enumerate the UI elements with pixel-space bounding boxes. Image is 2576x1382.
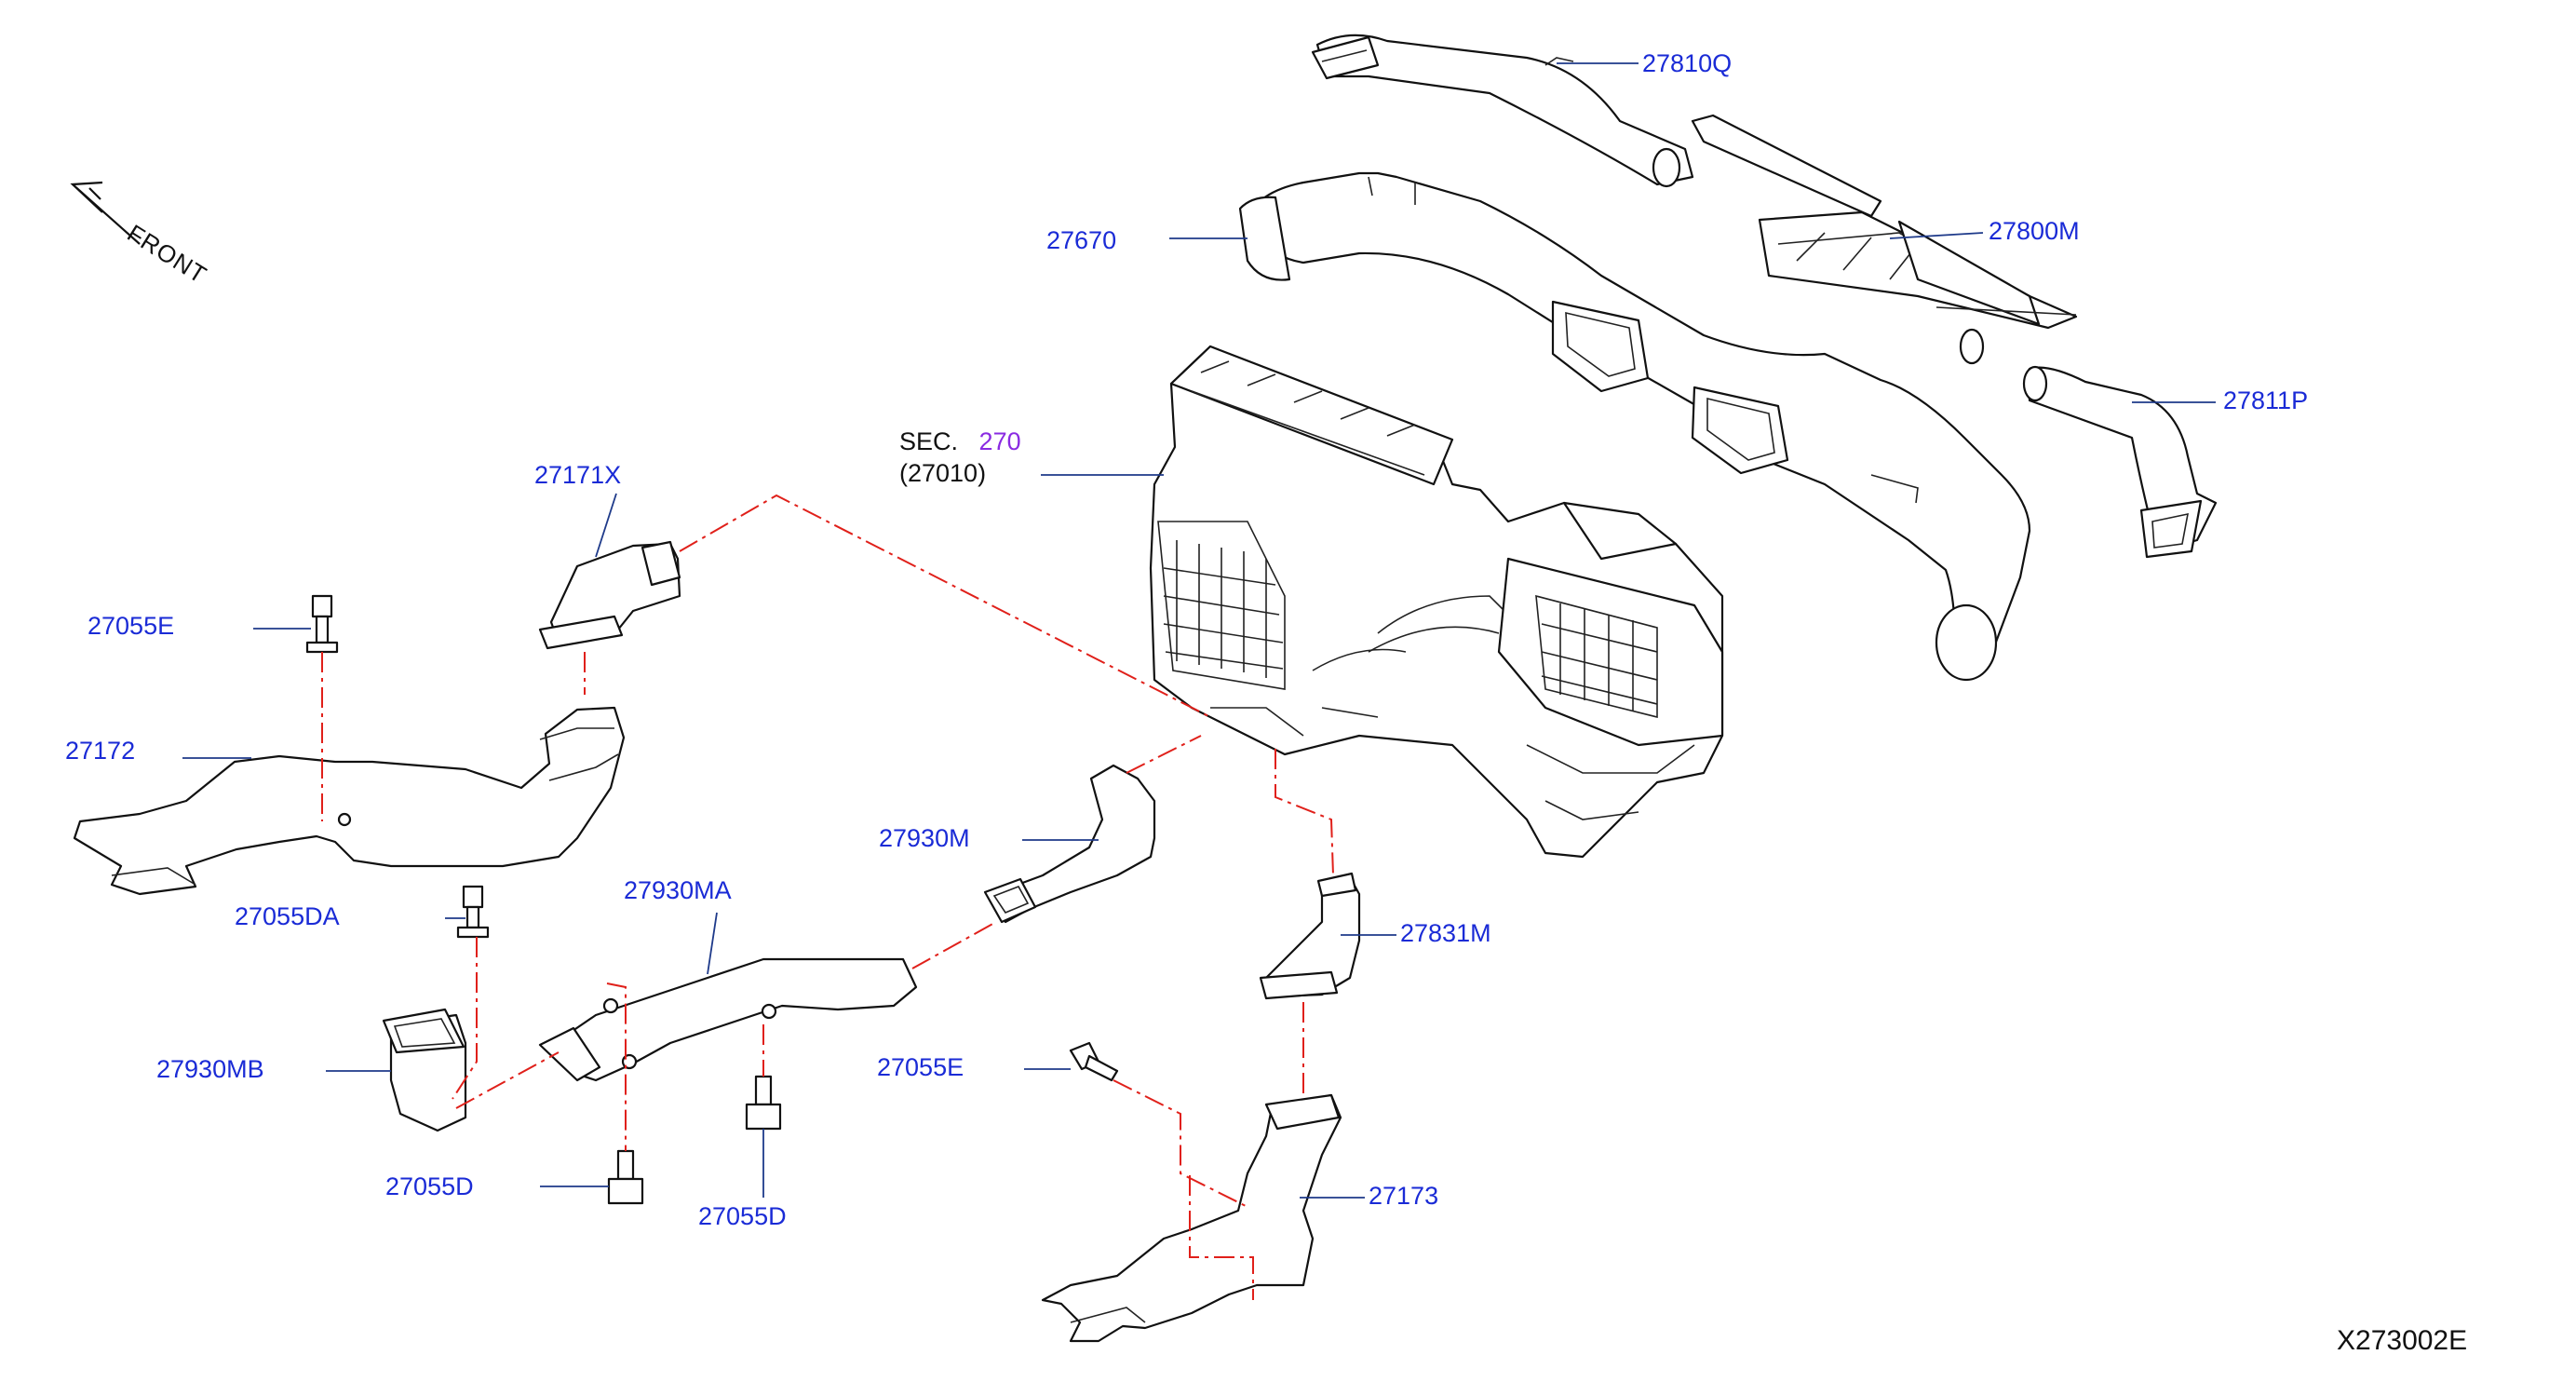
duct-27930M <box>983 764 1156 924</box>
section-part-number: (27010) <box>899 459 987 487</box>
callout-27055DA[interactable]: 27055DA <box>235 902 340 930</box>
callout-27171X[interactable]: 27171X <box>534 461 622 489</box>
duct-27670 <box>1238 171 2031 682</box>
duct-27811P <box>2022 365 2218 559</box>
duct-27173 <box>1041 1093 1342 1343</box>
callout-27800M[interactable]: 27800M <box>1989 217 2080 245</box>
duct-27930MA <box>538 957 918 1082</box>
callout-27172[interactable]: 27172 <box>65 737 136 765</box>
front-arrow-icon <box>70 181 141 245</box>
callout-27055E-right[interactable]: 27055E <box>877 1053 964 1081</box>
bracket-27800M <box>1691 114 2078 365</box>
leader-lines <box>182 62 2216 1199</box>
callout-27810Q[interactable]: 27810Q <box>1642 49 1733 77</box>
section-link[interactable]: 270 <box>978 427 1021 455</box>
callout-27670[interactable]: 27670 <box>1046 226 1117 254</box>
callout-27811P[interactable]: 27811P <box>2223 386 2309 414</box>
callout-27055E-left[interactable]: 27055E <box>88 612 175 640</box>
duct-27810Q <box>1311 34 1694 188</box>
bolt-27055DA <box>456 885 490 939</box>
section-prefix: SEC. <box>899 427 959 455</box>
callout-27055D-right[interactable]: 27055D <box>698 1202 787 1230</box>
duct-27172 <box>73 706 626 896</box>
bolt-27055E-left <box>305 594 339 654</box>
duct-27171X <box>538 540 681 650</box>
callout-27831M[interactable]: 27831M <box>1400 919 1491 947</box>
diagram-code: X273002E <box>2337 1325 2468 1356</box>
callout-27930MA[interactable]: 27930MA <box>624 876 732 904</box>
section-ref: SEC. 270 <box>899 427 1021 456</box>
duct-27930MB <box>382 1008 467 1132</box>
callout-27055D-left[interactable]: 27055D <box>385 1172 474 1200</box>
heater-unit-27010 <box>1149 345 1724 859</box>
callout-27930MB[interactable]: 27930MB <box>156 1055 264 1083</box>
duct-27831M <box>1259 872 1361 1000</box>
callout-27930M[interactable]: 27930M <box>879 824 970 852</box>
bolt-27055D-left <box>607 1149 644 1205</box>
bolt-27055D-right <box>745 1075 782 1131</box>
assembly-lines <box>321 494 1334 1300</box>
screw-27055E-right <box>1069 1041 1119 1082</box>
callout-27173[interactable]: 27173 <box>1369 1182 1439 1210</box>
